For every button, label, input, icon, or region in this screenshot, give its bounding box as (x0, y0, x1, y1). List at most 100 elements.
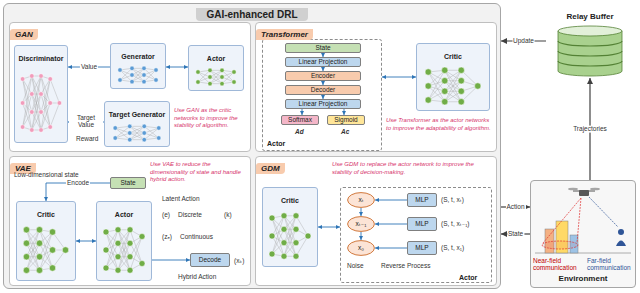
annotation-label: Noise (347, 262, 364, 269)
text-holder: xₜ₋₁ (354, 220, 369, 227)
neuron (57, 101, 62, 106)
text-holder: Discriminator (15, 47, 67, 65)
far-field-beam (589, 197, 618, 227)
annotation-label: Far-field communication (587, 257, 633, 272)
box-label: Sigmoid (332, 116, 359, 123)
user-body (616, 241, 626, 247)
neuron (269, 233, 275, 239)
text-holder: Near-field communication (533, 257, 583, 272)
neuron (48, 125, 53, 130)
neuron (281, 226, 287, 232)
network-link (32, 76, 41, 130)
box-label: Encoder (309, 72, 337, 79)
neuron (220, 68, 224, 72)
annotation-label: Ad (295, 128, 304, 135)
neuron (475, 83, 481, 89)
text-holder: Use GAN as the critic networks to improv… (174, 107, 248, 130)
neuron (115, 227, 121, 233)
neuron (208, 81, 212, 85)
text-holder: Decode (197, 256, 223, 263)
state-circle: xₜ (347, 192, 375, 208)
cylinder-band (558, 41, 622, 46)
note-text: Use VAE to reduce the dimensionality of … (150, 161, 248, 184)
network-link (296, 216, 308, 236)
network-link (50, 103, 59, 127)
neuron (103, 229, 109, 235)
neuron (208, 75, 212, 79)
replay-buffer: Relay Buffer (546, 4, 634, 78)
box-label: State (313, 44, 332, 51)
neuron (281, 213, 287, 219)
note-text: Use Transformer as the actor networks to… (386, 117, 492, 132)
drone-rotor (590, 188, 600, 191)
annotation-label: (zₑ) (162, 233, 172, 240)
box-label: Decoder (309, 86, 338, 93)
cylinder-band (558, 51, 622, 56)
group-label: Actor (267, 140, 285, 147)
network-link (118, 230, 130, 271)
panel-title: GDM (256, 163, 285, 174)
network-link (27, 230, 40, 271)
panel-title: Transformer (256, 29, 313, 40)
neuron (142, 79, 146, 83)
text-holder: Encoder (309, 72, 337, 79)
network-link (284, 216, 296, 257)
neuron (293, 240, 299, 246)
neuron (442, 67, 448, 73)
neuron (103, 265, 109, 271)
note-text: Use GAN as the critic networks to improv… (174, 107, 248, 130)
neuron (232, 70, 236, 74)
connector (382, 77, 416, 78)
network-link (32, 112, 41, 130)
neuron (39, 110, 44, 115)
text-holder: (S, t, xₜ₋₁) (441, 220, 470, 227)
text-holder: x₀ (356, 244, 366, 251)
neuron (425, 83, 431, 89)
neuron (142, 66, 146, 70)
text-holder: State (313, 44, 332, 51)
neuron (157, 136, 161, 140)
process-box: Encoder (285, 71, 361, 81)
network-label: Target Generator (109, 111, 165, 119)
box-label: Linear Projection (297, 100, 350, 107)
network-link (23, 112, 32, 127)
neuron (115, 240, 121, 246)
text-holder: Action (505, 204, 525, 211)
neuron (128, 124, 132, 128)
neuron (305, 233, 311, 239)
edge-label: Target Value (69, 115, 103, 129)
neural-network: Critic (262, 187, 318, 267)
neuron (232, 80, 236, 84)
neuron (139, 234, 145, 240)
annotation-label: Reward (76, 135, 98, 142)
neuron (142, 73, 146, 77)
text-holder: Decoder (309, 86, 338, 93)
text-holder: (e) (162, 211, 170, 218)
network-link (118, 230, 130, 271)
text-holder: (S, t, xₜ) (441, 196, 464, 203)
neuron (130, 79, 134, 83)
text-holder: Critic (17, 203, 75, 221)
box-label: x₀ (356, 244, 366, 251)
neuron (39, 74, 44, 79)
neuron (458, 67, 464, 73)
network-link (445, 70, 462, 102)
text-holder: (k) (224, 211, 232, 218)
neuron (128, 137, 132, 141)
neuron (458, 88, 464, 94)
box-label: Decode (197, 256, 223, 263)
text-holder: State (118, 179, 137, 186)
box-label: MLP (413, 196, 430, 203)
process-box: MLP (407, 217, 437, 231)
neuron (103, 247, 109, 253)
neuron (39, 92, 44, 97)
text-holder: Generator (111, 45, 165, 63)
text-holder: Ac (341, 128, 349, 135)
network-link (27, 230, 40, 271)
neuron (128, 131, 132, 135)
neuron (127, 254, 133, 260)
edge-label: Trajectories (572, 126, 608, 133)
neural-network: Actor (96, 201, 152, 281)
